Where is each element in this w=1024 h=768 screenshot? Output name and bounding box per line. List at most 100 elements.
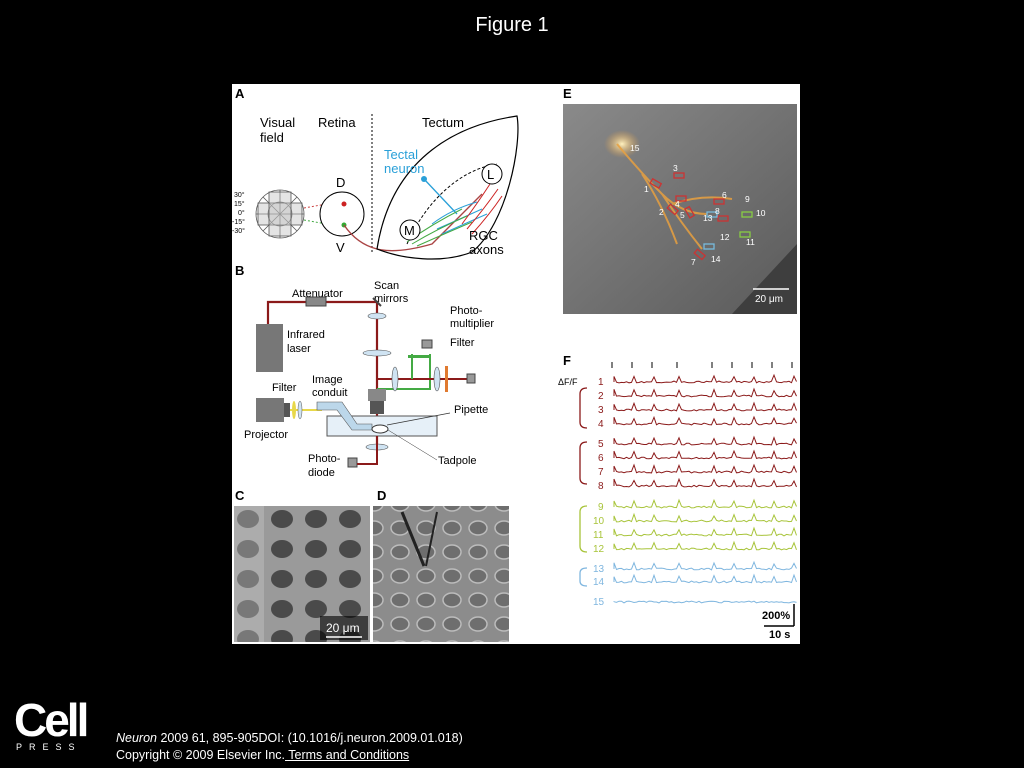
logo-word: Cell xyxy=(14,694,89,746)
cell-label-2: 2 xyxy=(659,207,664,217)
retina-eye-icon xyxy=(319,191,365,237)
visual-field-label-2: field xyxy=(260,130,284,145)
citation-text: 2009 61, 895-905DOI: (10.1016/j.neuron.2… xyxy=(157,731,463,745)
tadpole-icon xyxy=(371,424,389,434)
figure-svg: A Visual field Retina Tectum 30° 15° 0° … xyxy=(232,86,797,642)
image-conduit-label-1: Image xyxy=(312,374,343,386)
trace-label: 15 xyxy=(593,597,605,608)
panel-e-image xyxy=(563,104,797,314)
trace-label: 8 xyxy=(598,481,604,492)
filter-top-label: Filter xyxy=(450,337,475,349)
trace-label: 5 xyxy=(598,439,604,450)
medial-label: M xyxy=(404,223,415,238)
cell-label-8: 8 xyxy=(715,206,720,216)
trace-line xyxy=(613,573,797,584)
panel-e-dark-corner xyxy=(732,244,797,314)
tectal-neuron-soma xyxy=(421,176,427,182)
panel-d: D xyxy=(373,488,509,642)
panel-b: B Attenuator Scan mirrors Photo- multipl… xyxy=(235,263,494,479)
ventral-label: V xyxy=(336,240,345,255)
tectal-neuron-label-1: Tectal xyxy=(384,147,418,162)
cell-label-4: 4 xyxy=(675,199,680,209)
lens-4-icon xyxy=(433,366,441,392)
degree-label-m15: -15° xyxy=(232,218,245,226)
pmt-1-icon xyxy=(421,339,433,349)
green-emission-path xyxy=(377,354,431,390)
panel-c-scale-box xyxy=(320,616,368,640)
image-conduit-label-2: conduit xyxy=(312,387,347,399)
red-axons xyxy=(461,183,503,235)
bracket-group-4 xyxy=(579,567,588,587)
dff-label: ΔF/F xyxy=(558,377,578,387)
pipette-label: Pipette xyxy=(454,404,488,416)
attenuator-icon xyxy=(305,296,327,307)
trace-line xyxy=(613,387,797,398)
panel-f-label: F xyxy=(563,353,571,368)
trace-line xyxy=(613,526,797,537)
trace-label: 7 xyxy=(598,467,604,478)
pipette-shadow-2 xyxy=(425,511,438,567)
cell-label-12: 12 xyxy=(720,232,730,242)
panel-a-label: A xyxy=(235,86,245,101)
trace-label: 14 xyxy=(593,577,605,588)
trace-line xyxy=(613,463,797,474)
panel-c-label: C xyxy=(235,488,245,503)
retina-red-dot xyxy=(341,201,347,207)
pmt-2-icon xyxy=(466,373,476,384)
objective-body-icon xyxy=(368,389,386,401)
cell-label-15: 15 xyxy=(630,143,640,153)
degree-label-0: 0° xyxy=(238,209,245,217)
cell-label-3: 3 xyxy=(673,163,678,173)
objective-icon xyxy=(370,399,384,414)
trace-line xyxy=(613,401,797,412)
rgc-axons-label-2: axons xyxy=(469,242,504,257)
pipette-shadow xyxy=(400,511,426,567)
scan-mirrors-label-1: Scan xyxy=(374,280,399,292)
rgc-axons-label-1: RGC xyxy=(469,228,498,243)
cell-label-1: 1 xyxy=(644,184,649,194)
scale-time-label: 10 s xyxy=(769,629,790,641)
lens-5-icon xyxy=(297,400,303,420)
trace-label: 10 xyxy=(593,516,605,527)
filter-green-icon xyxy=(408,355,430,358)
terms-link[interactable]: Terms and Conditions xyxy=(285,748,410,762)
citation-line: Neuron 2009 61, 895-905DOI: (10.1016/j.n… xyxy=(116,730,463,747)
infrared-laser-label-2: laser xyxy=(287,343,311,355)
degree-label-15: 15° xyxy=(234,200,245,208)
trace-label: 9 xyxy=(598,502,604,513)
stimulus-ticks xyxy=(611,362,793,368)
cell-label-5: 5 xyxy=(680,210,685,220)
photomultiplier-label-1: Photo- xyxy=(450,305,483,317)
panel-e-scale-label: 20 μm xyxy=(755,294,783,305)
lateral-marker xyxy=(481,163,503,185)
laser-to-photodiode xyxy=(357,436,378,465)
cell-label-7: 7 xyxy=(691,257,696,267)
neuron-arbor xyxy=(616,143,733,250)
photodiode-icon xyxy=(347,457,358,468)
scan-mirror-icon xyxy=(372,297,382,307)
projector-label: Projector xyxy=(244,429,288,441)
retina-label: Retina xyxy=(318,115,356,130)
panel-c: C 20 μm xyxy=(234,488,370,642)
degree-label-30: 30° xyxy=(234,191,245,199)
citation-block: Neuron 2009 61, 895-905DOI: (10.1016/j.n… xyxy=(116,730,463,764)
cell-label-10: 10 xyxy=(756,208,766,218)
glow-soma xyxy=(604,130,640,158)
tectum-outline xyxy=(376,115,519,260)
scan-mirrors-label-2: mirrors xyxy=(374,293,409,305)
panel-e-label: E xyxy=(563,86,572,101)
trace-line xyxy=(613,600,797,604)
attenuator-label: Attenuator xyxy=(292,288,343,300)
trace-label: 4 xyxy=(598,419,604,430)
trace-line xyxy=(613,449,797,460)
trace-line xyxy=(613,477,797,488)
panel-d-image xyxy=(373,506,509,642)
dorsal-label: D xyxy=(336,175,345,190)
filter-yellow-icon xyxy=(292,401,296,419)
cell-rois xyxy=(649,172,753,261)
cell-press-logo: Cell PRESS xyxy=(14,694,89,752)
panel-a: A Visual field Retina Tectum 30° 15° 0° … xyxy=(232,86,519,260)
panel-e: E 15 3 1 4 2 5 13 8 6 xyxy=(563,86,797,314)
